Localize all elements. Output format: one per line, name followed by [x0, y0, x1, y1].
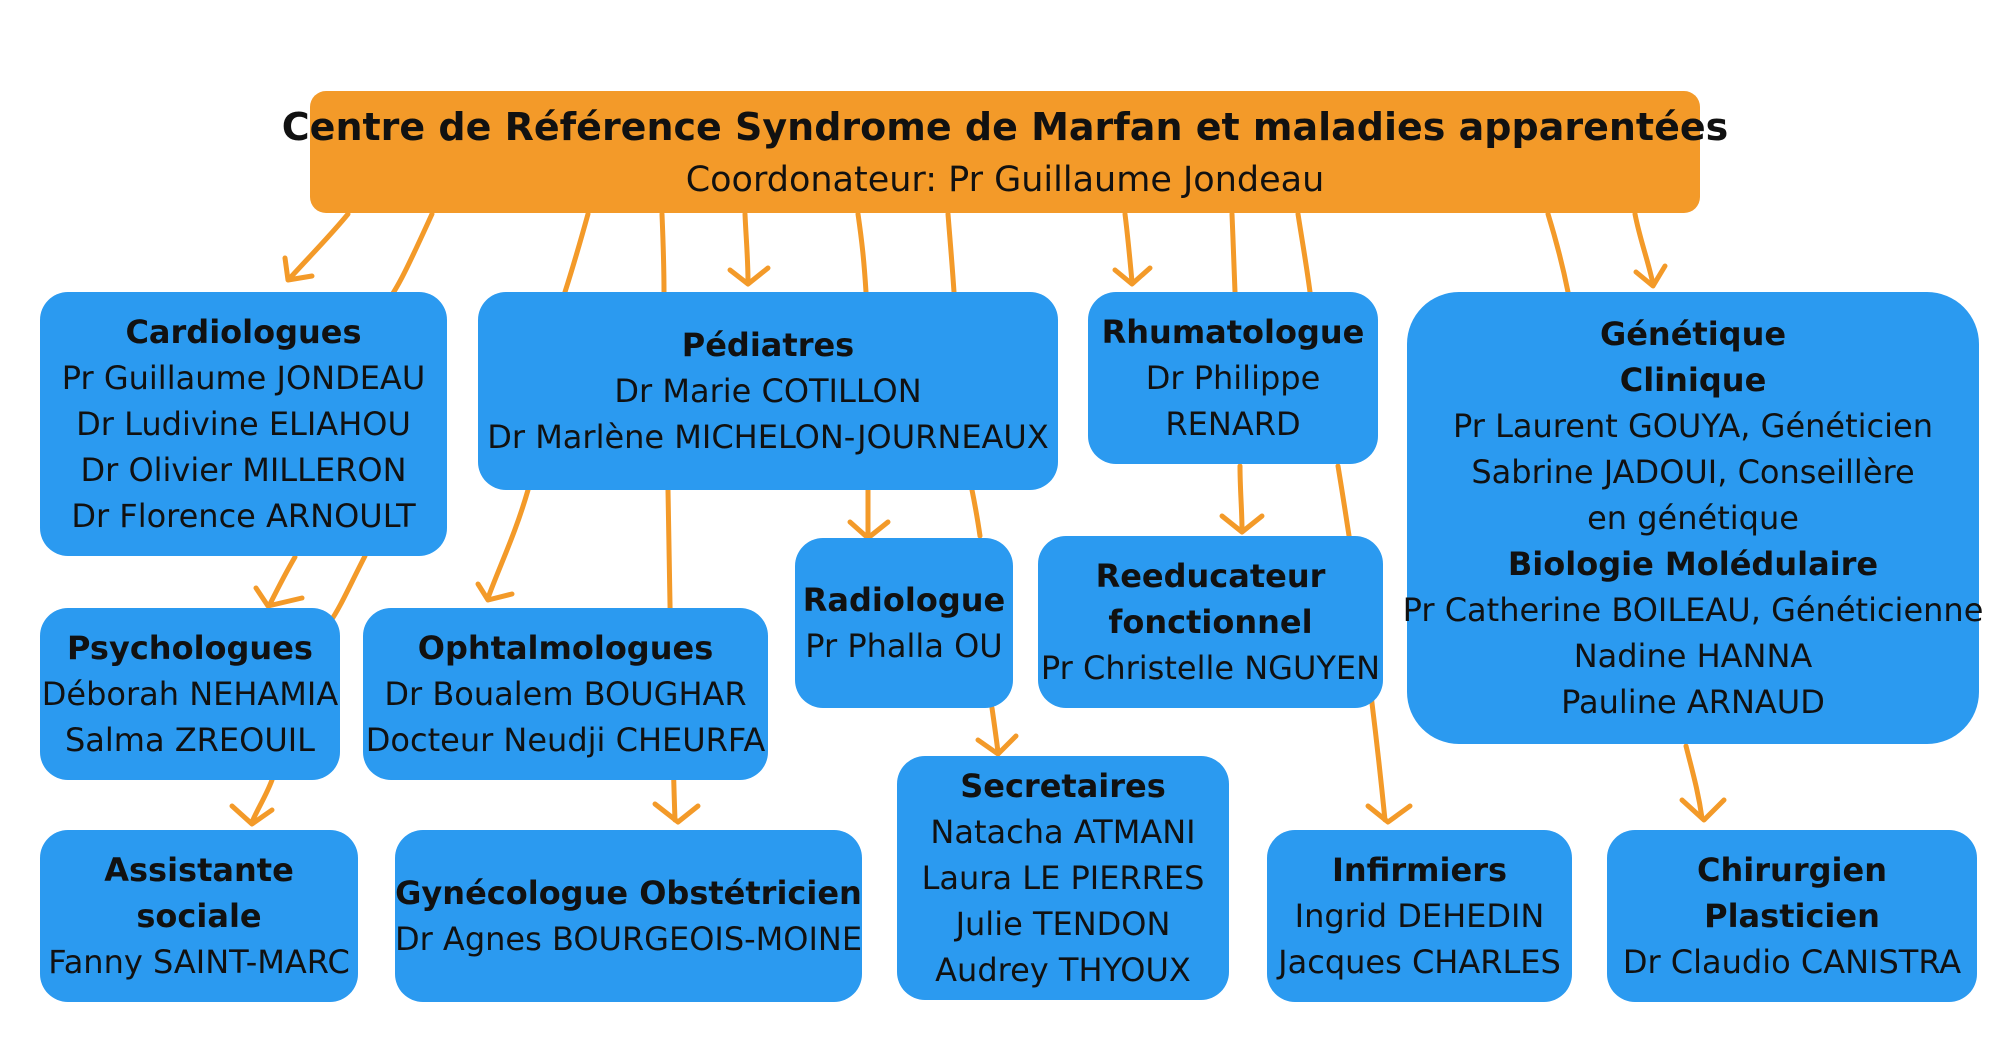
rhumatologue-member: Dr Philippe	[1145, 359, 1321, 397]
box-infirmiers: Infirmiers Ingrid DEHEDIN Jacques CHARLE…	[1267, 830, 1572, 1002]
ophtalmologues-title: Ophtalmologues	[417, 629, 714, 667]
assistante-member: Fanny SAINT-MARC	[48, 943, 350, 981]
secretaires-member: Julie TENDON	[955, 905, 1171, 943]
cardiologues-member: Pr Guillaume JONDEAU	[61, 359, 426, 397]
arrow-to-radiologue-upper	[855, 211, 869, 295]
secretaires-member: Laura LE PIERRES	[921, 859, 1205, 897]
reeducateur-member: Pr Christelle NGUYEN	[1040, 649, 1381, 687]
box-psychologues: Psychologues Déborah NEHAMIA Salma ZREOU…	[40, 608, 340, 780]
arrowhead-pediatres	[727, 265, 771, 287]
arrow-to-secretaires-lower	[989, 705, 1001, 755]
arrowhead-ophtalmo	[475, 581, 515, 603]
rhumatologue-member: RENARD	[1165, 405, 1301, 443]
chirurgien-title: Chirurgien Plasticien	[1697, 851, 1887, 935]
gynecologue-title: Gynécologue Obstétricien	[395, 874, 862, 912]
biologie-member: Pr Catherine BOILEAU, Généticienne	[1402, 591, 1984, 629]
arrow-to-secretaires-upper	[945, 211, 957, 295]
pediatres-title: Pédiatres	[681, 326, 855, 364]
arrowhead-rhumatologue	[1112, 265, 1153, 287]
arrow-to-reeducateur-lower	[1237, 463, 1245, 533]
arrow-to-genetique	[1632, 211, 1656, 287]
rhumatologue-title: Rhumatologue	[1101, 313, 1365, 351]
infirmiers-member: Jacques CHARLES	[1278, 943, 1561, 981]
cardiologues-member: Dr Ludivine ELIAHOU	[76, 405, 411, 443]
box-cardiologues: Cardiologues Pr Guillaume JONDEAU Dr Lud…	[40, 292, 447, 556]
arrow-to-secretaires-mid	[969, 487, 983, 539]
arrowhead-cardiologues	[282, 255, 315, 283]
arrow-to-gynecologue-upper	[659, 211, 667, 295]
infirmiers-title: Infirmiers	[1331, 851, 1508, 889]
center-title: Centre de Référence Syndrome de Marfan e…	[281, 105, 1729, 149]
box-assistante-sociale: Assistante sociale Fanny SAINT-MARC	[40, 830, 358, 1002]
ophtalmologues-member: Dr Boualem BOUGHAR	[384, 675, 747, 713]
reeducateur-title: Reeducateur	[1095, 557, 1326, 595]
biologie-member: Nadine HANNA	[1573, 637, 1813, 675]
secretaires-title: Secretaires	[960, 767, 1166, 805]
biologie-member: Pauline ARNAUD	[1561, 683, 1825, 721]
psychologues-member: Déborah NEHAMIA	[41, 675, 339, 713]
genetique-title: Génétique	[1599, 315, 1787, 353]
genetique-member: Sabrine JADOUI, Conseillère en génétique	[1471, 453, 1915, 537]
box-pediatres: Pédiatres Dr Marie COTILLON Dr Marlène M…	[478, 292, 1058, 490]
radiologue-title: Radiologue	[802, 581, 1006, 619]
chirurgien-member: Dr Claudio CANISTRA	[1622, 943, 1962, 981]
arrow-to-ophtalmologues	[562, 211, 591, 295]
arrow-to-reeducateur-upper	[1229, 211, 1238, 295]
arrow-ophtalmo-lower	[485, 487, 531, 601]
genetique-subtitle: Clinique	[1619, 361, 1767, 399]
arrowhead-gynecologue	[652, 801, 701, 825]
arrowhead-chirurgien	[1679, 797, 1727, 823]
assistante-title: Assistante sociale	[104, 851, 294, 935]
radiologue-member: Pr Phalla OU	[805, 627, 1003, 665]
box-radiologue: Radiologue Pr Phalla OU	[795, 538, 1013, 708]
center-header-box: Centre de Référence Syndrome de Marfan e…	[282, 91, 1728, 213]
cardiologues-member: Dr Florence ARNOULT	[71, 497, 416, 535]
secretaires-member: Audrey THYOUX	[935, 951, 1191, 989]
arrow-to-chirurgien-lower	[1683, 743, 1705, 821]
arrowhead-genetique	[1633, 263, 1668, 289]
box-rhumatologue: Rhumatologue Dr Philippe RENARD	[1088, 292, 1378, 464]
box-ophtalmologues: Ophtalmologues Dr Boualem BOUGHAR Docteu…	[363, 608, 768, 780]
arrow-to-chirurgien-upper	[1545, 211, 1571, 295]
box-chirurgien-plasticien: Chirurgien Plasticien Dr Claudio CANISTR…	[1607, 830, 1977, 1002]
pediatres-member: Dr Marlène MICHELON-JOURNEAUX	[487, 418, 1049, 456]
arrowhead-psychologues	[253, 585, 305, 609]
psychologues-member: Salma ZREOUIL	[64, 721, 315, 759]
arrowhead-infirmiers	[1365, 803, 1413, 825]
center-subtitle: Coordonateur: Pr Guillaume Jondeau	[685, 160, 1325, 200]
reeducateur-subtitle: fonctionnel	[1108, 603, 1313, 641]
infirmiers-member: Ingrid DEHEDIN	[1294, 897, 1545, 935]
arrowhead-secretaires	[975, 733, 1019, 757]
box-secretaires: Secretaires Natacha ATMANI Laura LE PIER…	[897, 756, 1229, 1000]
arrow-psychologues-long-lower	[327, 553, 368, 625]
biologie-title: Biologie Molédulaire	[1507, 545, 1879, 583]
arrow-to-pediatres	[742, 211, 751, 285]
gynecologue-member: Dr Agnes BOURGEOIS-MOINE	[394, 920, 863, 958]
cardiologues-title: Cardiologues	[125, 313, 362, 351]
genetique-member: Pr Laurent GOUYA, Généticien	[1453, 407, 1933, 445]
box-genetique: Génétique Clinique Pr Laurent GOUYA, Gén…	[1403, 292, 1983, 744]
secretaires-member: Natacha ATMANI	[930, 813, 1196, 851]
arrow-to-rhumatologue	[1122, 211, 1135, 285]
arrowhead-reeducateur	[1219, 513, 1265, 535]
box-reeducateur: Reeducateur fonctionnel Pr Christelle NG…	[1038, 536, 1383, 708]
psychologues-title: Psychologues	[67, 629, 313, 667]
ophtalmologues-member: Docteur Neudji CHEURFA	[365, 721, 766, 759]
cardiologues-member: Dr Olivier MILLERON	[80, 451, 407, 489]
pediatres-member: Dr Marie COTILLON	[614, 372, 922, 410]
box-gynecologue: Gynécologue Obstétricien Dr Agnes BOURGE…	[395, 830, 862, 1002]
arrowhead-assistante	[229, 803, 275, 827]
arrow-to-cardiologues	[287, 211, 351, 281]
arrow-to-infirmiers-upper	[1295, 211, 1313, 295]
arrow-psycho-to-assistante	[249, 777, 275, 825]
arrow-cardio-to-psycho	[267, 554, 298, 607]
